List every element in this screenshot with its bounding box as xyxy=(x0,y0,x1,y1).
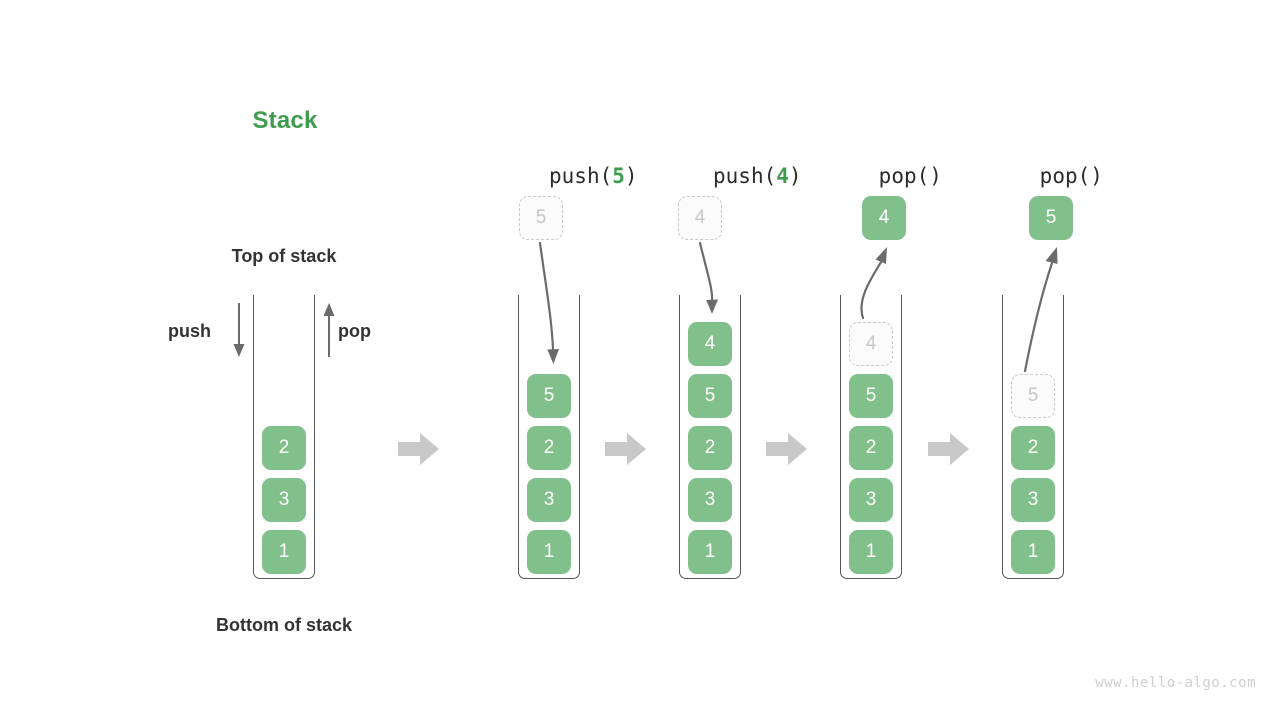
stack-container-pop-2 xyxy=(1002,295,1064,579)
stage-caption-push-5: push(5) xyxy=(468,140,668,212)
pending-node-push-4: 4 xyxy=(678,196,722,240)
caption-suffix: ) xyxy=(788,164,802,188)
stack-node: 4 xyxy=(688,322,732,366)
stack-node: 3 xyxy=(688,478,732,522)
pop-arrow-icon xyxy=(323,303,335,357)
caption-prefix: pop( xyxy=(1039,164,1091,188)
caption-suffix: ) xyxy=(929,164,942,188)
stack-node: 1 xyxy=(527,530,571,574)
stack-node: 1 xyxy=(688,530,732,574)
caption-prefix: pop( xyxy=(878,164,930,188)
caption-arg: 4 xyxy=(776,164,789,188)
stack-node: 3 xyxy=(527,478,571,522)
stage-separator-arrow xyxy=(766,433,807,465)
caption-suffix: ) xyxy=(1090,164,1103,188)
caption-prefix: push( xyxy=(549,164,613,188)
caption-prefix: push( xyxy=(713,164,777,188)
stage-caption-push-4: push(4) xyxy=(632,140,832,212)
popped-node-4: 4 xyxy=(862,196,906,240)
stack-node: 3 xyxy=(1011,478,1055,522)
bottom-of-stack-label: Bottom of stack xyxy=(215,615,352,635)
stack-node: 5 xyxy=(849,374,893,418)
watermark: www.hello-algo.com xyxy=(1095,675,1256,691)
pop-operation-label: pop xyxy=(338,321,371,341)
push-operation-label: push xyxy=(168,321,211,341)
stack-container-push-4 xyxy=(679,295,741,579)
pending-node-push-5: 5 xyxy=(519,196,563,240)
stack-node: 5 xyxy=(527,374,571,418)
stack-container-initial xyxy=(253,295,315,579)
stage-separator-arrow xyxy=(398,433,439,465)
caption-arg: 5 xyxy=(612,164,625,188)
stack-container-push-5 xyxy=(518,295,580,579)
stack-node: 2 xyxy=(849,426,893,470)
stack-node: 2 xyxy=(1011,426,1055,470)
stack-node: 2 xyxy=(688,426,732,470)
stack-node: 1 xyxy=(262,530,306,574)
stage-separator-arrow xyxy=(928,433,969,465)
top-of-stack-label: Top of stack xyxy=(231,246,337,266)
stage-separator-arrow xyxy=(605,433,646,465)
popped-node-5: 5 xyxy=(1029,196,1073,240)
stack-node: 1 xyxy=(1011,530,1055,574)
stack-node: 2 xyxy=(527,426,571,470)
removed-slot-node: 5 xyxy=(1011,374,1055,418)
caption-suffix: ) xyxy=(624,164,638,188)
stack-node: 1 xyxy=(849,530,893,574)
stage-caption-pop-2: pop() xyxy=(946,140,1146,212)
push-arrow-icon xyxy=(233,303,245,357)
removed-slot-node: 4 xyxy=(849,322,893,366)
stack-container-pop-1 xyxy=(840,295,902,579)
stage-caption-pop-1: pop() xyxy=(785,140,985,212)
stack-node: 3 xyxy=(262,478,306,522)
stack-node: 3 xyxy=(849,478,893,522)
stack-node: 2 xyxy=(262,426,306,470)
stack-node: 5 xyxy=(688,374,732,418)
page-title: Stack xyxy=(252,107,318,134)
